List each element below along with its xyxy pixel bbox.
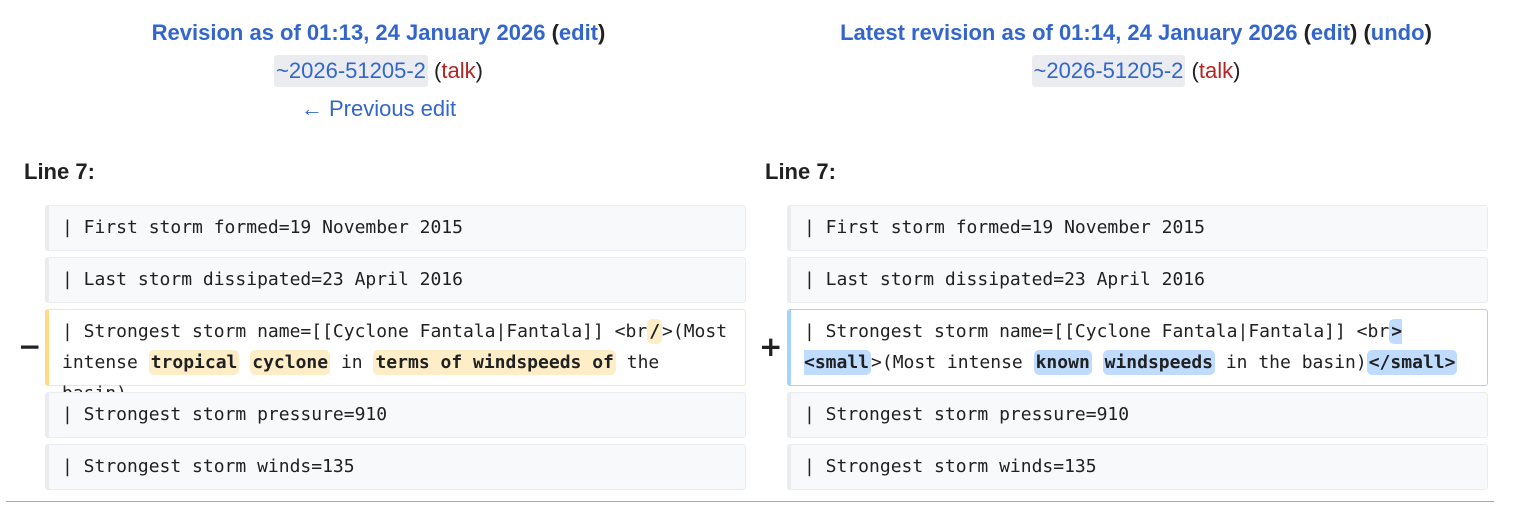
added-word-highlight: </small>: [1366, 350, 1458, 375]
old-revision-title-row: Revision as of 01:13, 24 January 2026 (e…: [151, 20, 606, 45]
new-revision-link[interactable]: Latest revision as of 01:14, 24 January …: [840, 20, 1298, 45]
new-user-link[interactable]: ~2026-51205-2: [1031, 55, 1186, 87]
undo-link[interactable]: undo: [1370, 20, 1425, 45]
deleted-text: | Strongest storm name=[[Cyclone Fantala…: [62, 321, 648, 342]
new-edit-link[interactable]: edit: [1310, 20, 1351, 45]
added-line-marker: +: [759, 330, 783, 363]
old-talk-link[interactable]: talk: [441, 58, 476, 83]
bottom-divider: [6, 501, 1494, 502]
added-text: [1092, 352, 1103, 373]
previous-edit-link[interactable]: ← Previous edit: [300, 96, 457, 121]
deleted-line: | Strongest storm name=[[Cyclone Fantala…: [45, 309, 746, 404]
deleted-word-highlight: terms of windspeeds of: [373, 350, 616, 375]
old-user-link[interactable]: ~2026-51205-2: [274, 55, 428, 87]
added-text: | Strongest storm name=[[Cyclone Fantala…: [804, 321, 1390, 342]
deleted-text: in: [330, 352, 374, 373]
added-text: in the basin): [1215, 352, 1367, 373]
old-line-number-label: Line 7:: [24, 159, 95, 184]
new-context-line: | Strongest storm winds=135: [787, 444, 1488, 490]
deleted-line-marker: −: [18, 330, 42, 363]
new-talk-link[interactable]: talk: [1198, 58, 1234, 83]
deleted-word-highlight: cyclone: [250, 350, 331, 375]
added-text: >(Most intense: [871, 352, 1034, 373]
added-word-highlight: known: [1033, 350, 1092, 375]
old-context-line: | Strongest storm winds=135: [45, 444, 746, 490]
new-context-line: | Last storm dissipated=23 April 2016: [787, 257, 1488, 303]
deleted-word-highlight: /: [647, 319, 663, 344]
added-word-highlight: windspeeds: [1102, 350, 1215, 375]
added-line: | Strongest storm name=[[Cyclone Fantala…: [787, 309, 1488, 386]
new-line-number-label: Line 7:: [765, 159, 836, 184]
deleted-text: >(Most intense: [62, 321, 738, 373]
new-context-line: | Strongest storm pressure=910: [787, 392, 1488, 438]
old-context-line: | Last storm dissipated=23 April 2016: [45, 257, 746, 303]
old-user-row: ~2026-51205-2 (talk): [0, 52, 757, 90]
old-revision-header: Revision as of 01:13, 24 January 2026 (e…: [0, 14, 757, 128]
new-user-row: ~2026-51205-2 (talk): [757, 52, 1515, 90]
new-revision-header: Latest revision as of 01:14, 24 January …: [757, 14, 1515, 90]
old-context-line: | First storm formed=19 November 2015: [45, 205, 746, 251]
old-edit-link[interactable]: edit: [558, 20, 599, 45]
new-revision-title-row: Latest revision as of 01:14, 24 January …: [840, 20, 1432, 45]
old-revision-link[interactable]: Revision as of 01:13, 24 January 2026: [151, 20, 546, 45]
old-context-line: | Strongest storm pressure=910: [45, 392, 746, 438]
deleted-text: [239, 352, 250, 373]
deleted-word-highlight: tropical: [148, 350, 240, 375]
new-context-line: | First storm formed=19 November 2015: [787, 205, 1488, 251]
